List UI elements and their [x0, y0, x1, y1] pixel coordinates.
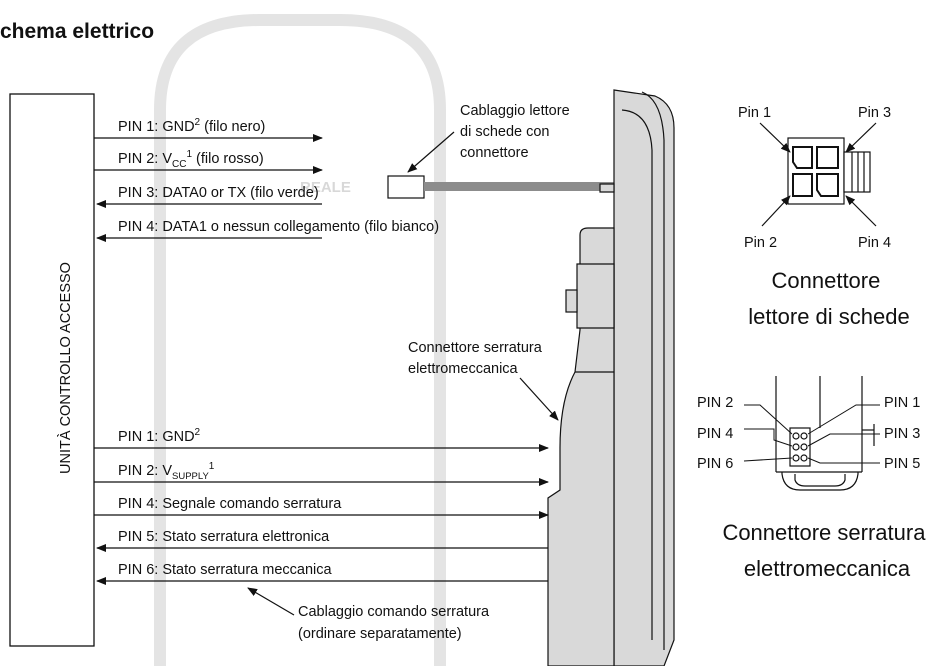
lock-connector-pin1-label: PIN 1 [884, 395, 920, 411]
lock-pin4-label: PIN 4: Segnale comando serratura [118, 496, 342, 512]
reader-pin4-label: PIN 4: DATA1 o nessun collegamento (filo… [118, 219, 439, 235]
reader-connector-caption: Connettore lettore di schede [748, 268, 909, 329]
lock-connector-pin4-label: PIN 4 [697, 426, 733, 442]
page-title: chema elettrico [0, 20, 154, 43]
reader-plug [387, 175, 425, 199]
lock-connector-pointer [519, 377, 559, 421]
watermark-text: REALE [300, 179, 351, 196]
lock-pin2-label: PIN 2: VSUPPLY1 [118, 461, 215, 482]
lock-pin5-label: PIN 5: Stato serratura elettronica [118, 529, 330, 545]
lock-connector-pin6-label: PIN 6 [697, 456, 733, 472]
reader-cable-pointer [407, 131, 455, 173]
reader-connector-pin1-label: Pin 1 [738, 105, 771, 121]
lock-connector-detail: PIN 2 PIN 4 PIN 6 PIN 1 PIN 3 PIN 5 Conn… [697, 376, 931, 581]
access-control-unit-label: UNITÀ CONTROLLO ACCESSO [57, 262, 74, 474]
lock-module [547, 227, 615, 666]
reader-connector-pin4-label: Pin 4 [858, 235, 891, 251]
reader-connector-pin2-label: Pin 2 [744, 235, 777, 251]
reader-connector-pin3-label: Pin 3 [858, 105, 891, 121]
reader-pin3-label: PIN 3: DATA0 or TX (filo verde) [118, 185, 319, 201]
lock-connector-pin5-label: PIN 5 [884, 456, 920, 472]
reader-wires [94, 134, 323, 242]
lock-connector-pin2-label: PIN 2 [697, 395, 733, 411]
reader-cable [424, 182, 614, 191]
lock-cable-pointer [247, 587, 295, 616]
lock-pin1-label: PIN 1: GND2 [118, 427, 201, 445]
watermark-graphic [154, 14, 446, 666]
lock-connector-callout: Connettore serratura elettromeccanica [408, 340, 546, 377]
card-reader-device [599, 89, 675, 666]
access-control-unit-box [9, 93, 95, 647]
lock-pin6-label: PIN 6: Stato serratura meccanica [118, 562, 332, 578]
lock-wires [94, 444, 549, 585]
lock-connector-caption: Connettore serratura elettromeccanica [722, 520, 931, 581]
reader-cable-label: Cablaggio lettore di schede con connetto… [460, 103, 574, 161]
lock-connector-pin3-label: PIN 3 [884, 426, 920, 442]
reader-pin2-label: PIN 2: VCC1 (filo rosso) [118, 149, 264, 170]
reader-pin1-label: PIN 1: GND2 (filo nero) [118, 117, 265, 135]
lock-cable-label: Cablaggio comando serratura (ordinare se… [298, 604, 493, 642]
reader-connector-detail: Pin 1 Pin 3 Pin 2 Pin 4 Connettore letto… [738, 105, 910, 329]
